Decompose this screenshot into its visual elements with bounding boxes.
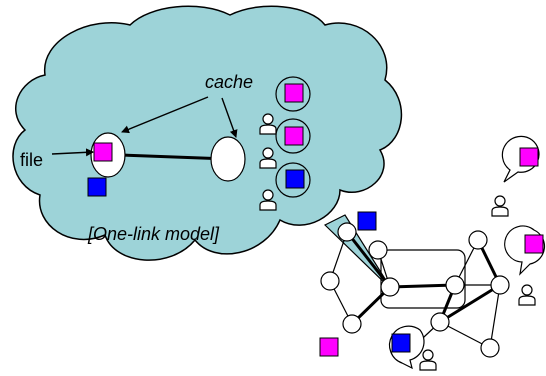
network-nodes (320, 222, 510, 358)
user-request-3 (259, 162, 311, 211)
cache-label: cache (205, 72, 253, 92)
file-square-magenta (284, 126, 304, 146)
network-node (445, 275, 465, 295)
user-request-1 (259, 76, 311, 135)
user-icon (518, 284, 536, 306)
network-node (490, 275, 510, 295)
user-icon (419, 349, 437, 371)
model-label: [One-link model] (87, 224, 220, 244)
cloud-shape (12, 5, 402, 261)
user-request-5 (504, 225, 546, 306)
user-icon (491, 195, 509, 217)
file-square-magenta (524, 234, 544, 254)
network-node (380, 277, 400, 297)
file-square-blue (391, 333, 411, 353)
file-square-blue (285, 169, 305, 189)
user-request-4 (491, 135, 540, 217)
network-node (320, 271, 340, 291)
user-request-2 (259, 118, 311, 169)
network-node (337, 222, 357, 242)
file-square-magenta (319, 337, 339, 357)
network-node (430, 312, 450, 332)
file-square-magenta (519, 147, 539, 167)
network-node (342, 314, 362, 334)
file-square-magenta (284, 83, 304, 103)
file-square-blue (357, 211, 377, 231)
network-node (480, 338, 500, 358)
network-node (468, 230, 488, 250)
file-arrow (51, 148, 94, 157)
file-label: file (20, 150, 43, 170)
cache-arrow-left (121, 96, 209, 134)
file-square-magenta (93, 142, 113, 162)
highlighted-link-box (380, 249, 466, 309)
user-request-6 (389, 325, 437, 371)
cache-arrow-right (221, 97, 238, 138)
file-square-blue (87, 177, 107, 197)
network-node (368, 240, 388, 260)
cache-node (210, 136, 246, 182)
one-link (119, 153, 229, 161)
